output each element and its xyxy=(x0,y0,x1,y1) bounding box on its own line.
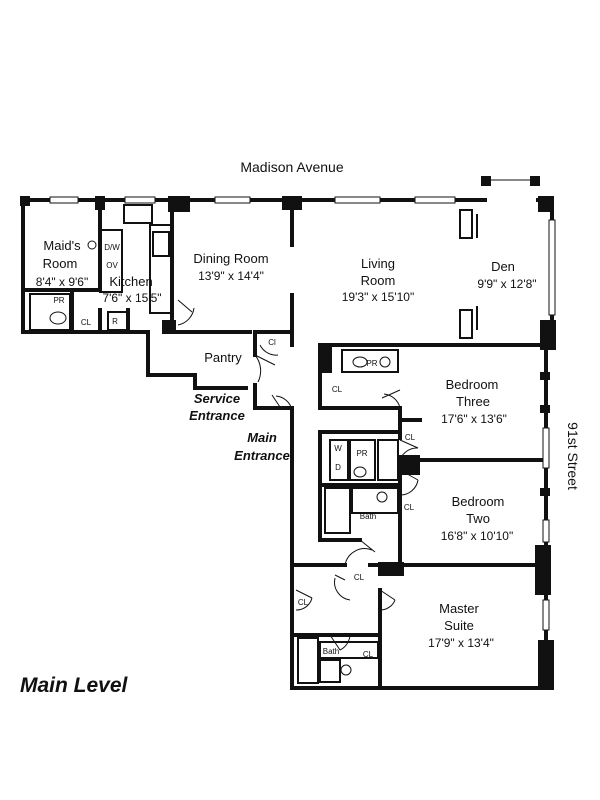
floor-title: Main Level xyxy=(20,674,129,697)
bedroom-two-size: 16'8" x 10'10" xyxy=(441,529,514,543)
tag-cl-b3: CL xyxy=(405,433,416,442)
kitchen-size: 7'6" x 15'5" xyxy=(102,291,161,305)
tag-d: D xyxy=(335,463,341,472)
master-suite-size: 17'9" x 13'4" xyxy=(428,636,494,650)
tag-w: W xyxy=(334,444,342,453)
street-91st: 91st Street xyxy=(565,422,581,490)
living-room-name-2: Room xyxy=(361,273,396,288)
bedroom-three-name-2: Three xyxy=(456,394,490,409)
maids-room-name-1: Maid's xyxy=(43,238,81,253)
bedroom-two-name-1: Bedroom xyxy=(452,494,505,509)
tag-cl-master3: CL xyxy=(363,650,374,659)
street-madison-avenue: Madison Avenue xyxy=(240,159,343,175)
tag-pr-hall: PR xyxy=(366,359,377,368)
tag-cl-hall: CL xyxy=(332,385,343,394)
tag-bath-master: Bath xyxy=(323,647,339,656)
tag-cl-pantry: Cl xyxy=(268,338,276,347)
tag-cl-kitchen: CL xyxy=(81,318,92,327)
living-room-size: 19'3" x 15'10" xyxy=(342,290,415,304)
tag-bath-mid: Bath xyxy=(360,512,376,521)
bedroom-three-name-1: Bedroom xyxy=(446,377,499,392)
main-entrance-1: Main xyxy=(247,430,277,445)
service-entrance-1: Service xyxy=(194,391,240,406)
dining-room-name: Dining Room xyxy=(193,251,268,266)
den-name: Den xyxy=(491,259,515,274)
living-room-name-1: Living xyxy=(361,256,395,271)
tag-r: R xyxy=(112,317,118,326)
tag-cl-master2: CL xyxy=(298,598,309,607)
doors xyxy=(177,299,419,651)
pantry-name: Pantry xyxy=(204,350,242,365)
dining-room-size: 13'9" x 14'4" xyxy=(198,269,264,283)
bedroom-three-size: 17'6" x 13'6" xyxy=(441,412,507,426)
tag-pr-mid: PR xyxy=(356,449,367,458)
bedroom-two-name-2: Two xyxy=(466,511,490,526)
tag-ov: OV xyxy=(106,261,118,270)
fixtures xyxy=(29,204,473,684)
service-entrance-2: Entrance xyxy=(189,408,245,423)
den-size: 9'9" x 12'8" xyxy=(477,277,536,291)
windows xyxy=(49,179,556,631)
main-entrance-2: Entrance xyxy=(234,448,290,463)
kitchen-name: Kitchen xyxy=(109,274,152,289)
tag-cl-master1: CL xyxy=(354,573,365,582)
maids-room-name-2: Room xyxy=(43,256,78,271)
maids-room-size: 8'4" x 9'6" xyxy=(36,275,88,289)
tag-cl-b2: CL xyxy=(404,503,415,512)
pillars xyxy=(20,176,556,690)
master-suite-name-1: Master xyxy=(439,601,479,616)
tag-pr-maid: PR xyxy=(53,296,64,305)
master-suite-name-2: Suite xyxy=(444,618,474,633)
tag-dw: D/W xyxy=(104,243,120,252)
